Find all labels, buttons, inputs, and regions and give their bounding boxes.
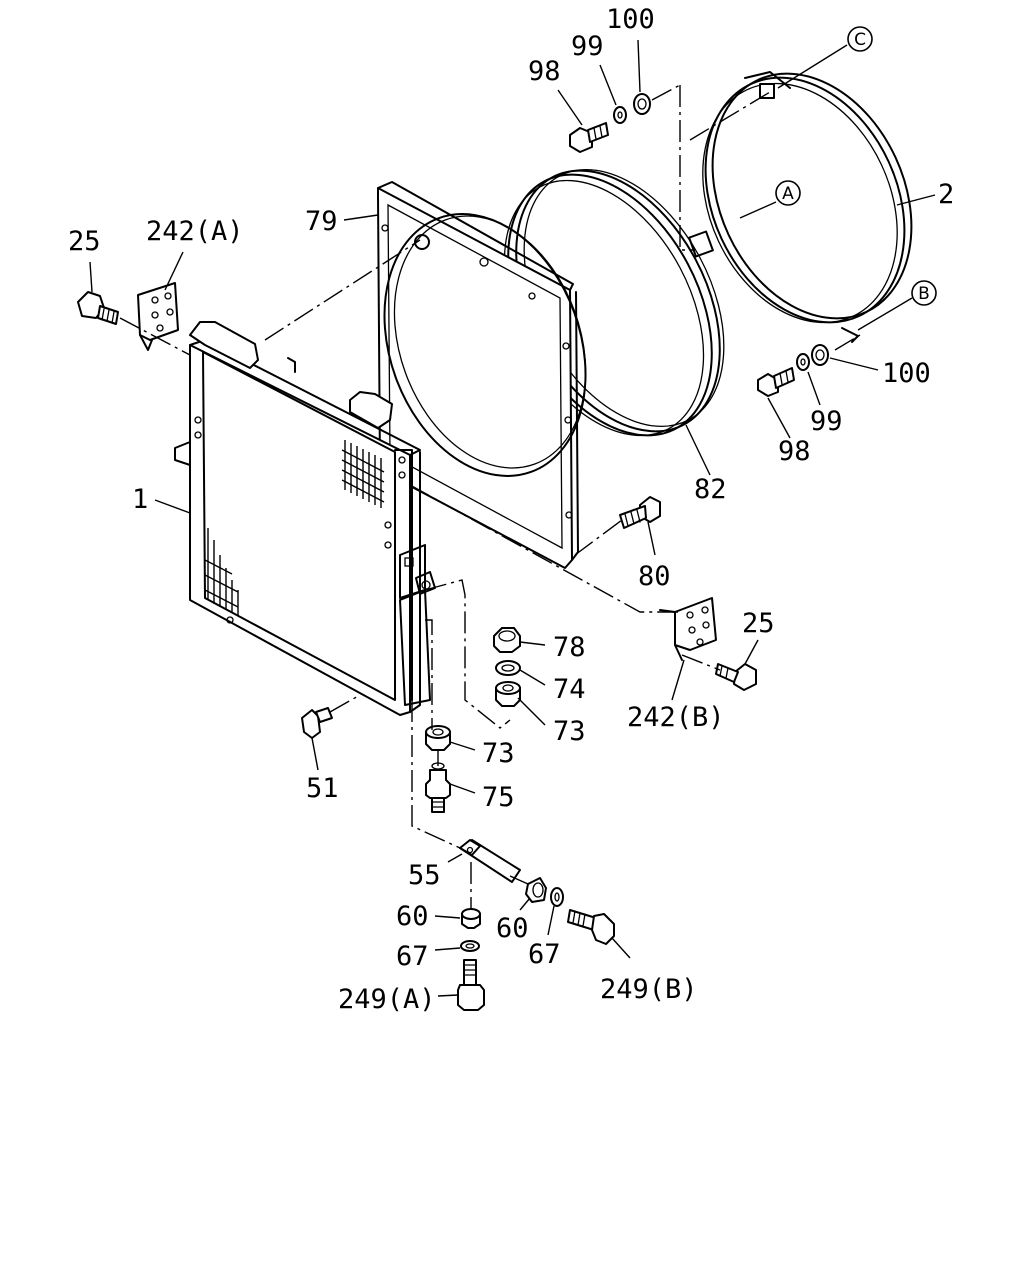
bracket-242b-part <box>659 597 717 661</box>
ref-marker-b: B <box>911 280 937 306</box>
callout-60-right: 60 <box>496 913 529 944</box>
bolt-98-top-part <box>569 122 609 153</box>
callout-25-left: 25 <box>68 226 101 257</box>
seal-60-left-part <box>461 908 481 929</box>
bushing-73-mid-part <box>425 725 451 751</box>
callout-55: 55 <box>408 860 441 891</box>
callout-67-left: 67 <box>396 941 429 972</box>
callout-80: 80 <box>638 561 671 592</box>
ref-marker-c: C <box>847 26 873 52</box>
washer-99-right-part <box>796 353 810 371</box>
bracket-242a-part <box>137 282 179 351</box>
seal-60-right-part <box>525 877 547 903</box>
callout-99-right: 99 <box>810 406 843 437</box>
stud-75-part <box>425 762 451 813</box>
leader-lines <box>89 39 936 997</box>
ref-marker-b-label: B <box>918 284 930 304</box>
ref-marker-a: A <box>775 180 801 206</box>
washer-67-left-part <box>460 940 480 952</box>
washer-100-right-part <box>811 344 829 366</box>
bolt-25-left-part <box>77 291 119 325</box>
callout-249b: 249(B) <box>600 974 698 1005</box>
washer-67-right-part <box>550 887 564 907</box>
callout-67-right: 67 <box>528 939 561 970</box>
callout-78: 78 <box>553 632 586 663</box>
bolt-25-right-part <box>715 663 757 691</box>
callout-98-top: 98 <box>528 56 561 87</box>
shroud-frame-part <box>377 181 587 569</box>
washer-74-part <box>495 660 521 676</box>
callout-2: 2 <box>938 179 954 210</box>
ref-marker-c-label: C <box>854 30 866 50</box>
callout-99-top: 99 <box>571 31 604 62</box>
callout-25-right: 25 <box>742 608 775 639</box>
callout-1: 1 <box>132 484 148 515</box>
bolt-98-right-part <box>757 367 795 397</box>
callout-73-right: 73 <box>553 716 586 747</box>
callout-249a: 249(A) <box>338 984 436 1015</box>
bolt-80-part <box>619 496 661 529</box>
callout-60-left: 60 <box>396 901 429 932</box>
callout-73-mid: 73 <box>482 738 515 769</box>
callout-98-right: 98 <box>778 436 811 467</box>
pipe-55-part <box>459 839 521 883</box>
callout-74: 74 <box>553 674 586 705</box>
washer-100-top-part <box>633 93 651 115</box>
callout-100-right: 100 <box>882 358 931 389</box>
nut-78-part <box>493 627 521 653</box>
callout-labels: 98 99 100 2 100 99 98 82 79 25 242(A) 1 … <box>68 4 954 1015</box>
callout-79: 79 <box>305 206 338 237</box>
fan-ring-part <box>688 71 913 343</box>
callout-242a: 242(A) <box>146 216 244 247</box>
bolt-249a-part <box>457 959 485 1011</box>
callout-100-top: 100 <box>606 4 655 35</box>
ref-marker-a-label: A <box>782 184 794 204</box>
drain-plug-51-part <box>301 707 333 739</box>
callout-75: 75 <box>482 782 515 813</box>
radiator-core-mesh <box>204 440 385 616</box>
bushing-73-right-part <box>495 681 521 707</box>
callout-82: 82 <box>694 474 727 505</box>
center-lines <box>119 84 861 910</box>
bolt-249b-part <box>567 909 615 945</box>
callout-242b: 242(B) <box>627 702 725 733</box>
washer-99-top-part <box>613 106 627 124</box>
callout-51: 51 <box>306 773 339 804</box>
radiator-core-part <box>174 321 421 716</box>
